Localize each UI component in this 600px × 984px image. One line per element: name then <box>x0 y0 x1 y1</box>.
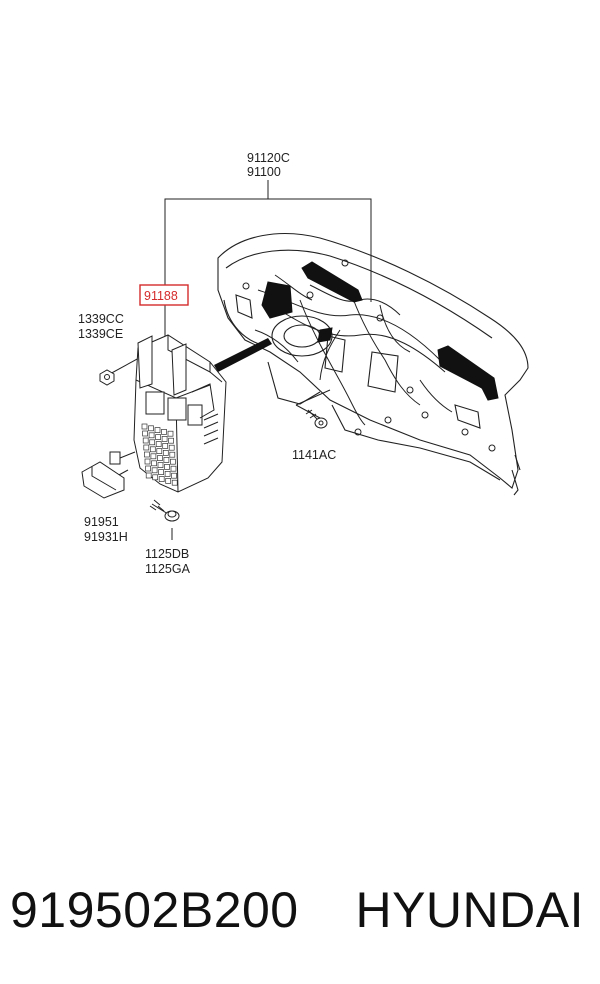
fuse-slot <box>144 451 150 458</box>
leader-harness-bracket <box>164 180 372 302</box>
label-bolt-a[interactable]: 1125DB <box>145 547 189 561</box>
label-bracket-b[interactable]: 91931H <box>84 530 128 544</box>
fuse-slot <box>155 434 161 440</box>
label-highlighted-part[interactable]: 91188 <box>144 289 178 303</box>
fuse-slot <box>171 472 177 479</box>
fuse-slot <box>162 450 169 456</box>
fuse-slot <box>149 446 156 453</box>
fuse-grid <box>141 423 178 486</box>
fuse-slot <box>145 472 152 479</box>
fuse-slot <box>162 443 169 449</box>
flat-cable <box>214 338 272 372</box>
label-harness-main-b[interactable]: 91100 <box>247 165 281 179</box>
fuse-slot <box>171 479 178 486</box>
fuse-slot <box>157 455 163 461</box>
fuse-slot <box>170 458 176 465</box>
fuse-slot <box>141 423 148 430</box>
fuse-slot <box>152 474 159 481</box>
brand-name: HYUNDAI <box>355 882 584 938</box>
fuse-slot <box>161 436 168 442</box>
fuse-slot <box>158 469 164 475</box>
fuse-slot <box>145 465 151 472</box>
fuse-slot <box>150 453 157 460</box>
fuse-slot <box>161 429 167 435</box>
fuse-slot <box>142 430 148 437</box>
fuse-slot <box>164 471 171 477</box>
fuse-slot <box>164 464 170 470</box>
label-bracket-a[interactable]: 91951 <box>84 515 119 529</box>
fuse-slot <box>165 478 172 484</box>
leader-lines <box>94 180 372 540</box>
bolt <box>149 499 180 522</box>
harness-connectors <box>261 261 499 401</box>
fuse-slot <box>157 462 164 468</box>
screw <box>305 409 328 429</box>
fuse-slot <box>143 444 150 451</box>
fuse-slot <box>148 425 154 432</box>
fuse-slot <box>148 432 155 439</box>
label-nut-b[interactable]: 1339CE <box>78 327 123 341</box>
label-harness-main-a[interactable]: 91120C <box>247 151 290 165</box>
fuse-slot <box>158 476 165 482</box>
fuse-slot <box>168 444 175 451</box>
fuse-slot <box>149 439 156 446</box>
label-screw[interactable]: 1141AC <box>292 448 336 462</box>
fuse-slot <box>154 427 161 433</box>
dashboard-panel <box>217 233 529 496</box>
fuse-slot <box>169 451 176 458</box>
fuse-slot <box>156 448 163 454</box>
label-bolt-b[interactable]: 1125GA <box>145 562 191 576</box>
fuse-slot <box>151 467 158 474</box>
part-number: 919502B200 <box>10 882 299 938</box>
highlight-box <box>139 284 189 306</box>
label-nut-a[interactable]: 1339CC <box>78 312 124 326</box>
mounting-bracket <box>81 451 136 499</box>
parts-diagram: 91120C 91100 91188 1339CC 1339CE 1141AC … <box>78 151 529 576</box>
fuse-slot <box>163 457 170 463</box>
part-labels: 91120C 91100 91188 1339CC 1339CE 1141AC … <box>78 151 336 576</box>
fuse-slot <box>170 465 177 472</box>
leader-screw <box>295 389 331 419</box>
fuse-slot <box>144 458 151 465</box>
fuse-slot <box>167 430 174 437</box>
fuse-slot <box>168 437 174 444</box>
flange-nut <box>99 369 115 386</box>
fuse-slot <box>155 441 162 447</box>
fuse-slot <box>142 437 149 444</box>
fuse-slot <box>151 460 157 467</box>
